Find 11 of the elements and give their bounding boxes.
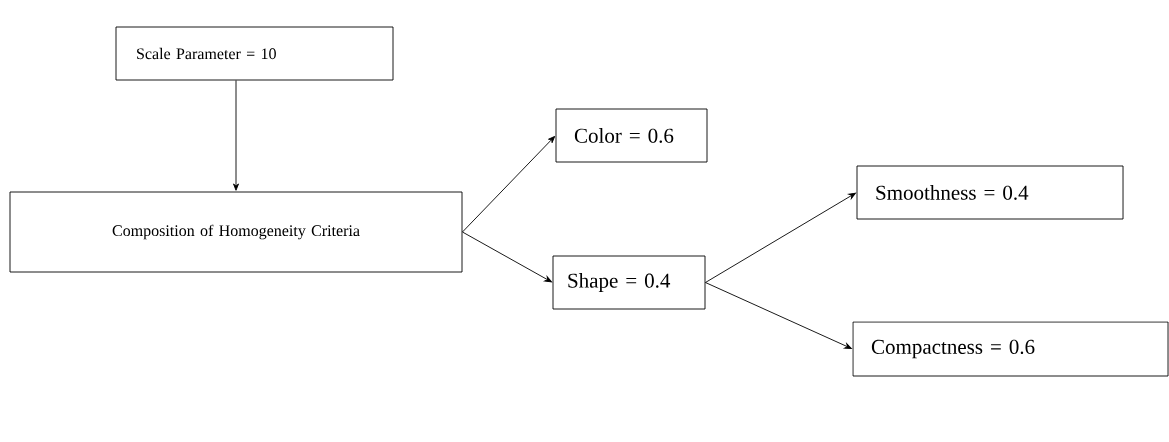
- process-box: Smoothness = 0.4: [856, 165, 1124, 220]
- arrow: [462, 231, 552, 283]
- process-box: Compactness = 0.6: [852, 321, 1169, 377]
- process-box: Color = 0.6: [555, 108, 708, 163]
- arrow: [705, 282, 852, 349]
- arrow: [233, 80, 239, 191]
- arrow: [705, 192, 856, 283]
- process-box: Shape = 0.4: [552, 255, 706, 310]
- process-box: Composition of Homogeneity Criteria: [9, 191, 463, 273]
- process-box: Scale Parameter = 10: [115, 26, 394, 81]
- arrow: [462, 135, 556, 233]
